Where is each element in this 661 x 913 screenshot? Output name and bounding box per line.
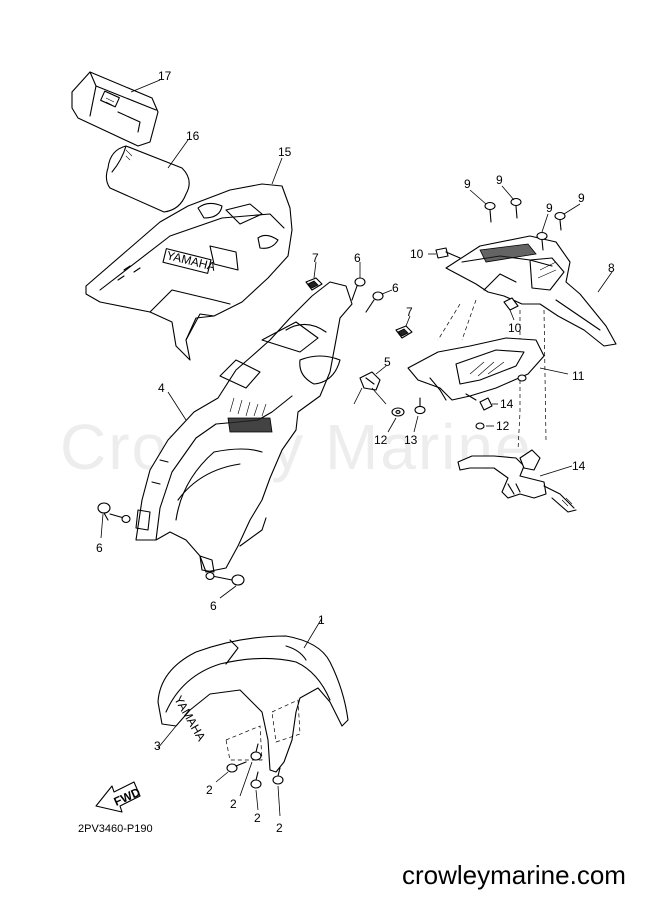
callout-3: 3 <box>154 739 161 753</box>
callout-12b: 12 <box>496 419 510 433</box>
callout-14: 14 <box>572 459 586 473</box>
bolt-13-right[interactable] <box>465 393 493 411</box>
screw-9-a[interactable] <box>484 201 496 223</box>
bolt-2-c[interactable] <box>250 771 262 789</box>
callout-5: 5 <box>384 355 391 369</box>
fwd-arrow-icon: FWD <box>95 781 143 813</box>
callout-2d: 2 <box>276 821 283 835</box>
callout-2a: 2 <box>206 783 213 797</box>
callout-10a: 10 <box>410 247 424 261</box>
bolt-2-a[interactable] <box>226 761 247 773</box>
bolt-2-d[interactable] <box>272 767 284 785</box>
callout-15: 15 <box>278 145 292 159</box>
part-14-plate-bracket[interactable] <box>457 449 577 513</box>
washer-12-right[interactable] <box>475 422 485 430</box>
callout-13b: 14 <box>500 397 514 411</box>
callout-11: 11 <box>572 369 585 383</box>
callout-6a: 6 <box>96 541 103 555</box>
callout-12a: 12 <box>374 433 388 447</box>
callout-2b: 2 <box>230 797 237 811</box>
callout-1: 1 <box>318 613 325 627</box>
bolt-10-left[interactable] <box>435 247 461 259</box>
callout-9d: 9 <box>578 191 585 205</box>
callout-7a: 7 <box>312 251 319 265</box>
diagram-code: 2PV3460-P190 <box>78 823 153 835</box>
screw-9-d[interactable] <box>554 211 566 231</box>
bolt-6-bottom[interactable] <box>205 571 245 586</box>
nut-10-lower[interactable] <box>503 297 519 311</box>
bolt-2-b[interactable] <box>250 743 262 761</box>
part-15-rear-cover[interactable]: YAMAHA <box>85 183 293 361</box>
bolts-6-top[interactable] <box>351 277 384 313</box>
nut-7-left[interactable] <box>305 277 323 291</box>
part-4-rear-fender[interactable] <box>135 281 353 573</box>
callout-10b: 10 <box>508 321 522 335</box>
part-5-clip[interactable] <box>359 371 381 391</box>
callout-9a: 9 <box>464 177 471 191</box>
nut-7-right[interactable] <box>395 325 413 339</box>
callout-6d: 6 <box>392 281 399 295</box>
callout-17: 17 <box>158 69 172 83</box>
callout-8: 8 <box>608 261 615 275</box>
callout-13a: 13 <box>404 433 418 447</box>
callout-9c: 9 <box>546 201 553 215</box>
fwd-label: FWD <box>112 785 143 809</box>
part-1-front-fender[interactable]: YAMAHA <box>157 635 349 773</box>
callout-6b: 6 <box>210 599 217 613</box>
footer-site-link[interactable]: crowleymarine.com <box>402 860 626 890</box>
part-17-holder[interactable] <box>71 71 159 147</box>
callout-9b: 9 <box>496 173 503 187</box>
callout-7b: 7 <box>406 305 413 319</box>
part-11-bracket[interactable] <box>407 337 545 401</box>
callout-4: 4 <box>158 381 165 395</box>
part-8-tail-cowl[interactable] <box>445 235 617 347</box>
callout-6c: 6 <box>354 251 361 265</box>
screw-9-c[interactable] <box>536 231 548 251</box>
callout-2c: 2 <box>254 811 261 825</box>
bolt-13-left[interactable] <box>414 397 426 415</box>
callout-labels: 17 16 15 9 9 9 9 10 8 6 7 6 7 10 5 11 4 … <box>96 69 615 835</box>
callout-16: 16 <box>186 129 200 143</box>
washer-12-left[interactable] <box>391 407 405 417</box>
screw-9-b[interactable] <box>510 197 522 219</box>
bolt-6-left[interactable] <box>97 502 131 524</box>
part-16-pad[interactable] <box>105 145 190 213</box>
